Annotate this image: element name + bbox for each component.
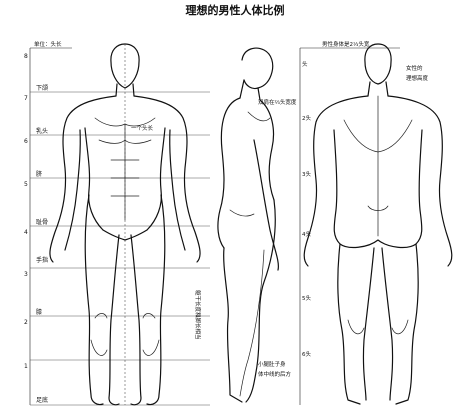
scale-number-5: 5 — [24, 181, 28, 188]
mid-mark-2: 2头 — [302, 114, 311, 122]
unit-label: 单位：头长 — [34, 40, 62, 48]
scale-number-3: 3 — [24, 271, 28, 278]
mid-scale: 男性身体是2⅓头宽 双肩在⅔头宽度 头 2头 3头 4头 5头 6头 — [258, 40, 400, 405]
side-note-line1: 小腿肚子身 — [258, 360, 286, 368]
mid-scale-head: 头 — [302, 60, 308, 68]
mid-mark-6: 6头 — [302, 350, 311, 358]
label-chin: 下颌 — [36, 84, 48, 92]
diagram-title: 理想的男性人体比例 — [186, 3, 285, 17]
mid-mark-5: 5头 — [302, 294, 311, 302]
back-note-female: 女性的 — [406, 64, 423, 72]
mid-scale-shoulder: 双肩在⅔头宽度 — [258, 98, 297, 106]
label-nipple: 乳头 — [36, 127, 48, 135]
label-navel: 脐 — [36, 170, 42, 178]
front-figure: 一个头长 — [49, 43, 201, 406]
front-vertical-note: 躯干长度和脚长相当 — [194, 290, 202, 340]
mid-mark-4: 4头 — [302, 230, 311, 238]
label-knee: 膝 — [36, 308, 42, 316]
side-figure — [217, 47, 279, 403]
left-scale: 单位：头长 8 7 6 5 4 3 2 1 下颌 乳头 脐 耻骨 手指 膝 足底 — [24, 40, 210, 406]
back-figure: 女性的 理想高度 — [303, 43, 453, 405]
label-crotch: 耻骨 — [36, 218, 48, 226]
label-sole: 足底 — [36, 396, 48, 404]
scale-number-8: 8 — [24, 53, 28, 60]
front-note-one-head: 一个头长 — [131, 124, 154, 132]
scale-number-7: 7 — [24, 95, 28, 102]
label-wrist: 手指 — [36, 256, 48, 264]
mid-mark-3: 3头 — [302, 170, 311, 178]
side-note-line2: 体中线的后方 — [258, 370, 292, 378]
scale-number-4: 4 — [24, 229, 28, 236]
back-note-height: 理想高度 — [406, 74, 429, 82]
scale-number-1: 1 — [24, 363, 28, 370]
scale-number-2: 2 — [24, 319, 28, 326]
scale-number-6: 6 — [24, 138, 28, 145]
mid-scale-header: 男性身体是2⅓头宽 — [322, 40, 370, 48]
